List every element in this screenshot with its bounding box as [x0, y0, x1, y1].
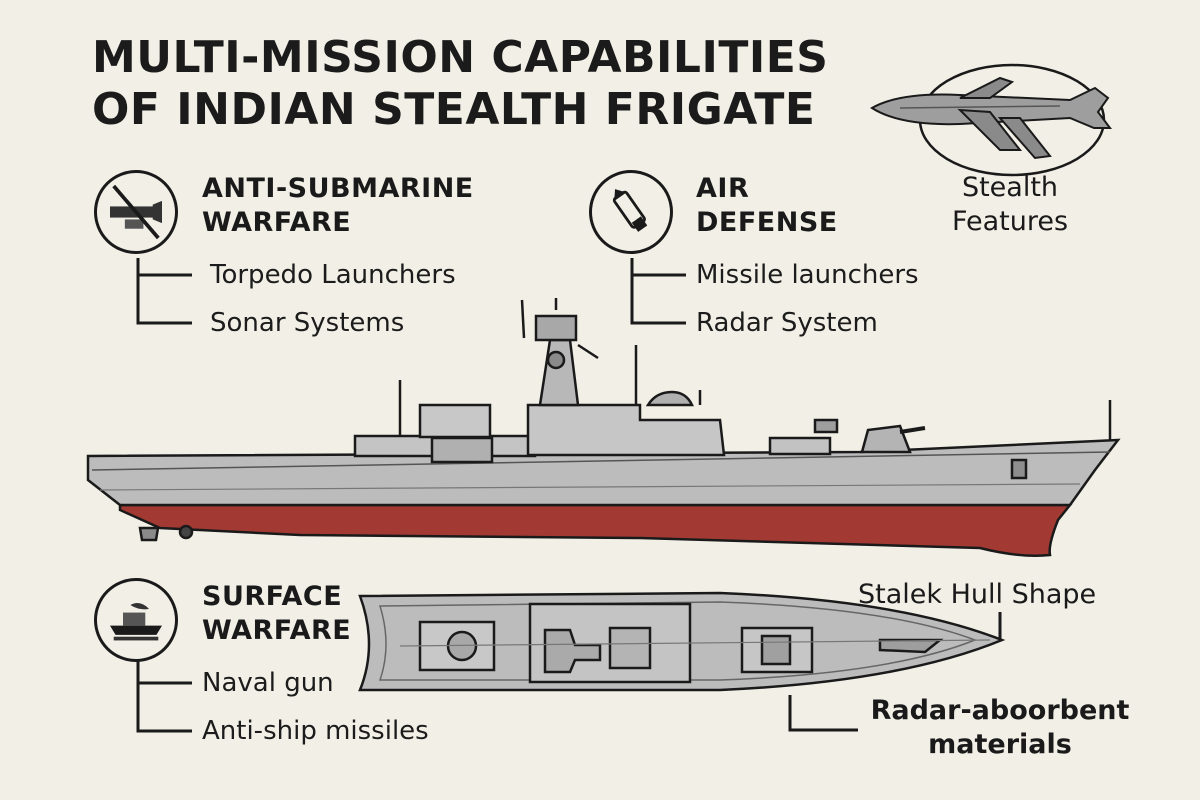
air-defense-heading-line1: AIR — [696, 173, 750, 204]
stealth-features-label: Stealth Features — [930, 171, 1090, 239]
asw-item-torpedo: Torpedo Launchers — [210, 260, 456, 290]
anti-submarine-heading-line1: ANTI-SUBMARINE — [202, 173, 474, 204]
radar-materials-line2: materials — [928, 729, 1072, 760]
anti-submarine-heading: ANTI-SUBMARINE WARFARE — [202, 172, 474, 240]
stealth-label-line1: Stealth — [961, 172, 1059, 203]
anti-submarine-heading-line2: WARFARE — [202, 207, 352, 238]
air-defense-heading-line2: DEFENSE — [696, 207, 838, 238]
surface-connector — [136, 660, 192, 733]
title-line-1: MULTI-MISSION CAPABILITIES — [92, 32, 829, 83]
hull-shape-label: Stalek Hull Shape — [858, 579, 1097, 610]
surface-warfare-heading: SURFACE WARFARE — [202, 580, 351, 648]
torpedo-prohibited-icon — [110, 184, 162, 240]
air-item-missile-launchers: Missile launchers — [696, 260, 919, 290]
page-title: MULTI-MISSION CAPABILITIES OF INDIAN STE… — [92, 32, 828, 136]
stealth-missile-icon — [870, 63, 1112, 177]
naval-gun-turret — [860, 424, 912, 454]
surface-warfare-heading-line2: WARFARE — [202, 615, 352, 646]
surface-item-anti-ship-missiles: Anti-ship missiles — [202, 716, 429, 746]
asw-item-sonar: Sonar Systems — [210, 308, 405, 338]
missile-icon — [612, 189, 648, 232]
surface-warfare-heading-line1: SURFACE — [202, 581, 343, 612]
ship-mast — [538, 338, 580, 407]
ship-side-view — [86, 298, 1121, 557]
main-superstructure — [526, 403, 726, 457]
radar-materials-line1: Radar-aboorbent — [870, 695, 1130, 726]
air-defense-icon — [589, 170, 673, 254]
radar-dome — [645, 390, 694, 407]
air-item-radar-system: Radar System — [696, 308, 878, 338]
connector-lines — [136, 258, 1002, 733]
air-connector — [630, 258, 686, 325]
radar-materials-label: Radar-aboorbent materials — [862, 694, 1138, 762]
radar-connector — [788, 695, 858, 732]
surface-warfare-icon — [94, 578, 178, 662]
surface-ship-icon — [110, 603, 162, 641]
asw-connector — [136, 258, 192, 325]
title-line-2: OF INDIAN STEALTH FRIGATE — [92, 84, 816, 135]
ship-lower-hull — [118, 503, 1073, 557]
surface-item-naval-gun: Naval gun — [202, 668, 334, 698]
air-defense-heading: AIR DEFENSE — [696, 172, 838, 240]
stealth-label-line2: Features — [951, 206, 1069, 237]
ship-top-view — [358, 591, 1006, 692]
anti-submarine-icon — [94, 170, 178, 254]
